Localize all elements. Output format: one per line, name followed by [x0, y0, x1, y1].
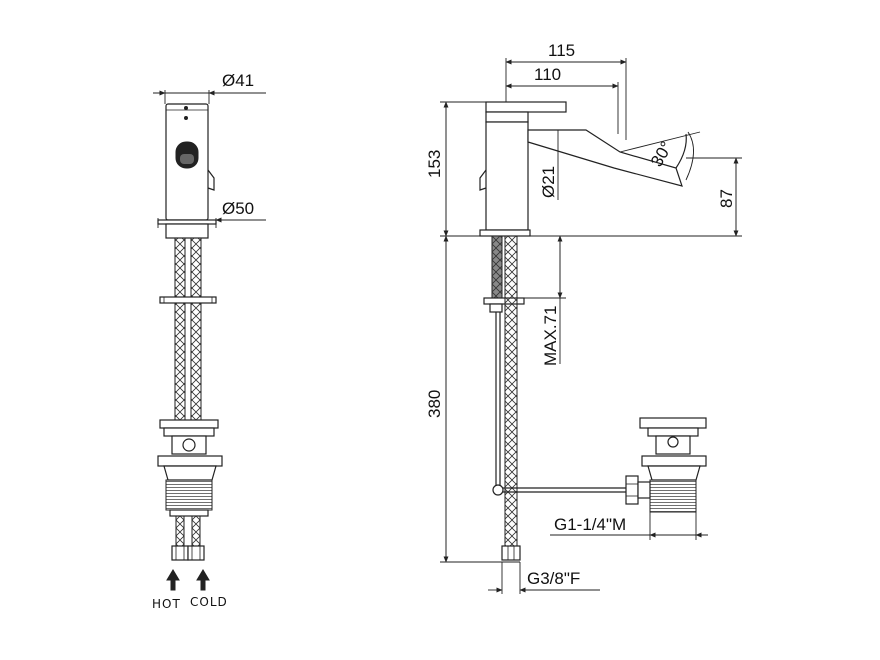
front-waste	[157, 419, 223, 517]
side-shank	[483, 235, 626, 561]
dim-reach-outer-text: 115	[548, 41, 575, 60]
dim-spout-height: 87	[686, 157, 742, 237]
dim-body-diameter: Ø21	[539, 130, 559, 200]
front-body	[165, 103, 215, 221]
cold-arrow-icon	[196, 569, 210, 591]
dim-reach: 115 110	[505, 41, 627, 140]
side-view: 115 110 153 30°	[425, 41, 742, 594]
dim-under-height-text: 380	[425, 390, 444, 418]
front-view: Ø41 Ø50	[152, 71, 266, 611]
dim-diameter-top: Ø41	[153, 71, 266, 104]
dim-spout-height-text: 87	[717, 189, 736, 208]
dim-waste-thread: G1-1/4"M	[550, 512, 708, 540]
side-body	[479, 101, 687, 231]
dim-hose-thread: G3/8"F	[488, 562, 600, 594]
dim-reach-inner-text: 110	[534, 65, 561, 84]
dim-max-deck-text: MAX.71	[541, 306, 560, 366]
front-hoses	[159, 237, 217, 421]
dim-body-diameter-text: Ø21	[539, 166, 558, 198]
dim-height-body-text: 153	[425, 150, 444, 178]
hot-arrow-icon	[166, 569, 180, 591]
label-cold: COLD	[190, 595, 228, 609]
front-hose-tails	[171, 515, 205, 561]
front-base: Ø50	[157, 199, 266, 239]
dim-under-height: 380	[425, 235, 520, 563]
dim-max-deck: MAX.71	[524, 235, 566, 366]
dim-hose-thread-text: G3/8"F	[527, 569, 580, 588]
dim-height-body: 153	[425, 101, 486, 237]
label-hot: HOT	[152, 597, 181, 611]
dim-waste-thread-text: G1-1/4"M	[554, 515, 626, 534]
side-waste	[625, 417, 707, 513]
dim-diameter-base-text: Ø50	[222, 199, 254, 218]
hot-cold-arrows: HOT COLD	[152, 569, 228, 611]
dim-diameter-top-text: Ø41	[222, 71, 254, 90]
